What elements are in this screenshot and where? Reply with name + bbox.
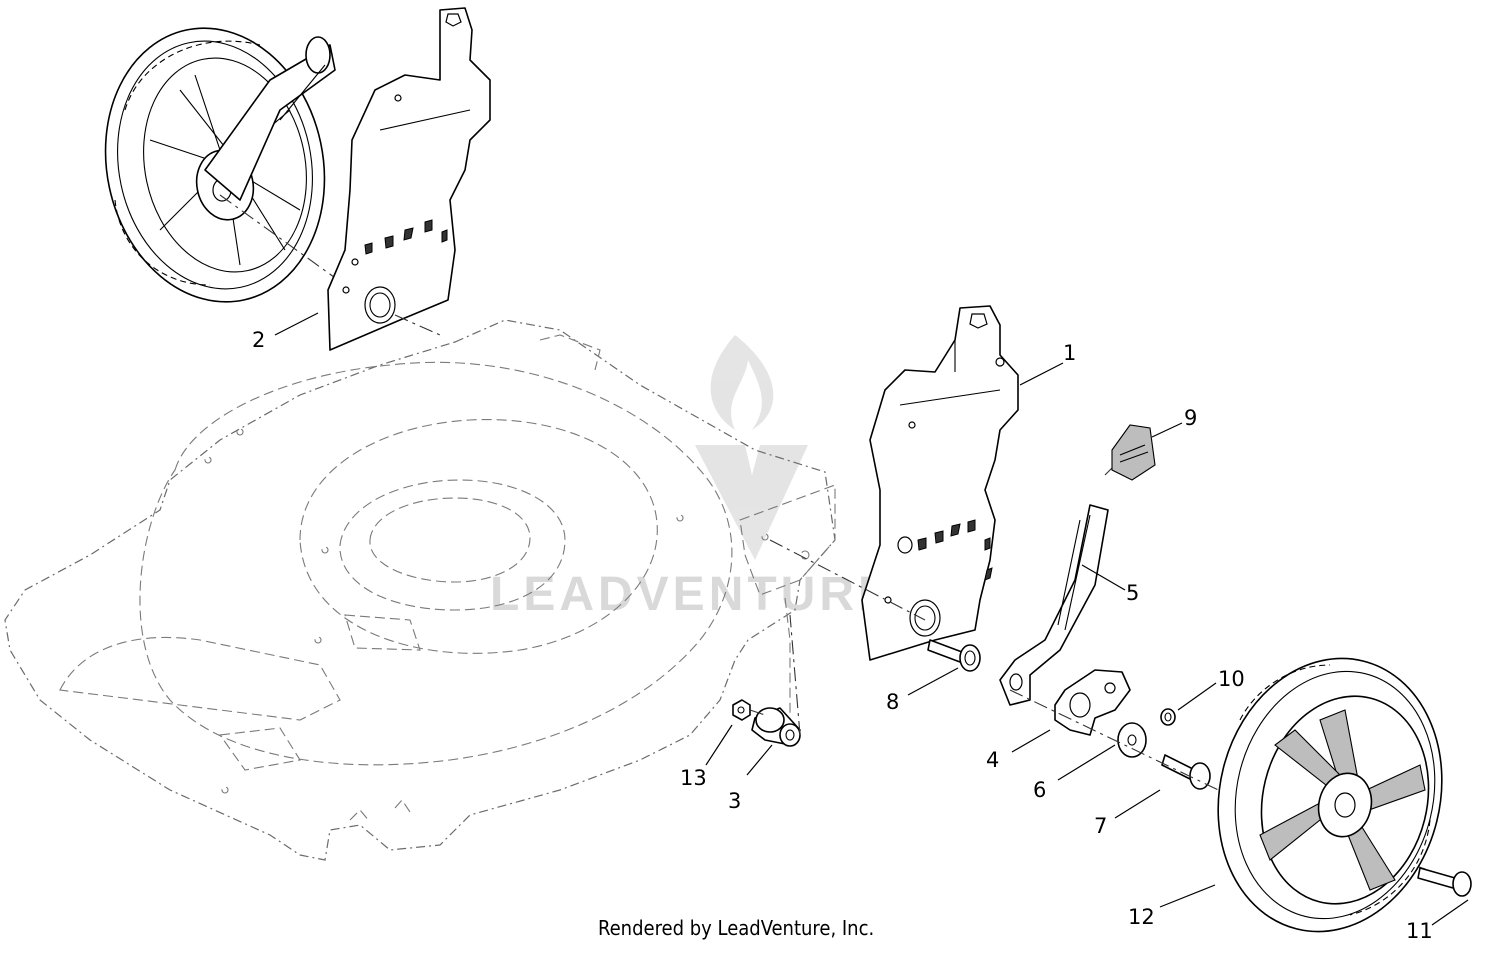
height-bracket-right [861, 305, 1019, 661]
washer-10 [1160, 708, 1176, 726]
callout-9: 9 [1184, 406, 1197, 430]
left-axle-centerline [394, 314, 441, 336]
lever-knob [1111, 424, 1156, 481]
lever-knob-centerline [1104, 454, 1126, 476]
shoulder-bolt-7 [1161, 754, 1211, 790]
bushing-3 [751, 707, 801, 747]
callout-4: 4 [986, 748, 999, 772]
callout-2: 2 [252, 328, 265, 352]
callout-5: 5 [1126, 581, 1139, 605]
leader-lines [274, 312, 1469, 926]
rear-wheel [104, 27, 336, 303]
watermark-text: LEADVENTURE [490, 568, 894, 621]
callout-7: 7 [1094, 814, 1107, 838]
render-credit: Rendered by LeadVenture, Inc. [598, 916, 874, 940]
rear-axle-centerline [219, 194, 346, 286]
height-bracket-left [327, 7, 491, 351]
mower-deck-outline [4, 319, 836, 861]
front-wheel [1217, 657, 1443, 933]
callout-13: 13 [680, 766, 707, 790]
right-axle-centerline [769, 539, 926, 621]
callout-1: 1 [1063, 341, 1076, 365]
height-adjust-lever [999, 504, 1109, 706]
callout-6: 6 [1033, 778, 1046, 802]
callout-8: 8 [886, 690, 899, 714]
nut-13 [732, 699, 751, 721]
callout-12: 12 [1128, 905, 1155, 929]
bushing-centerline [749, 614, 801, 736]
adjust-plate [1054, 669, 1131, 736]
spacer-6 [1117, 722, 1147, 758]
callout-10: 10 [1218, 667, 1245, 691]
callout-11: 11 [1406, 919, 1433, 943]
watermark-logo [695, 335, 808, 560]
bolt-8 [927, 639, 981, 672]
wheel-bolt-11 [1417, 867, 1472, 897]
callout-3: 3 [728, 789, 741, 813]
